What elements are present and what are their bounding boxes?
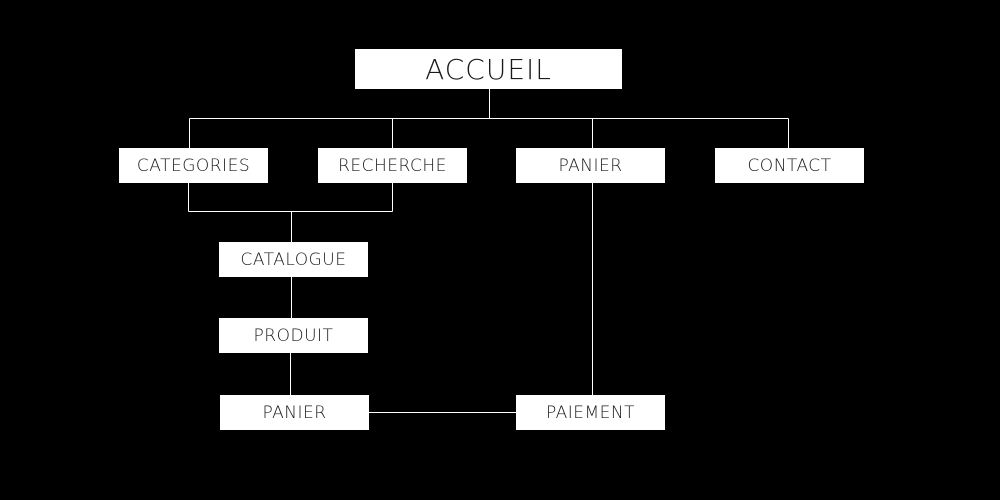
node-produit: PRODUIT — [219, 318, 368, 353]
node-contact: CONTACT — [715, 148, 864, 183]
node-produit-label: PRODUIT — [253, 325, 334, 346]
node-catalogue: CATALOGUE — [219, 242, 368, 277]
node-panier-top-label: PANIER — [558, 155, 623, 176]
node-accueil-label: ACCUEIL — [425, 52, 552, 86]
node-panier-bottom: PANIER — [220, 395, 369, 430]
node-recherche: RECHERCHE — [318, 148, 467, 183]
node-paiement: PAIEMENT — [516, 395, 665, 430]
node-paiement-label: PAIEMENT — [545, 402, 636, 423]
node-categories: CATEGORIES — [119, 148, 268, 183]
node-accueil: ACCUEIL — [355, 49, 622, 89]
node-panier-bottom-label: PANIER — [262, 402, 327, 423]
node-categories-label: CATEGORIES — [136, 155, 251, 176]
node-panier-top: PANIER — [516, 148, 665, 183]
node-recherche-label: RECHERCHE — [338, 155, 447, 176]
node-contact-label: CONTACT — [747, 155, 832, 176]
node-catalogue-label: CATALOGUE — [240, 249, 347, 270]
